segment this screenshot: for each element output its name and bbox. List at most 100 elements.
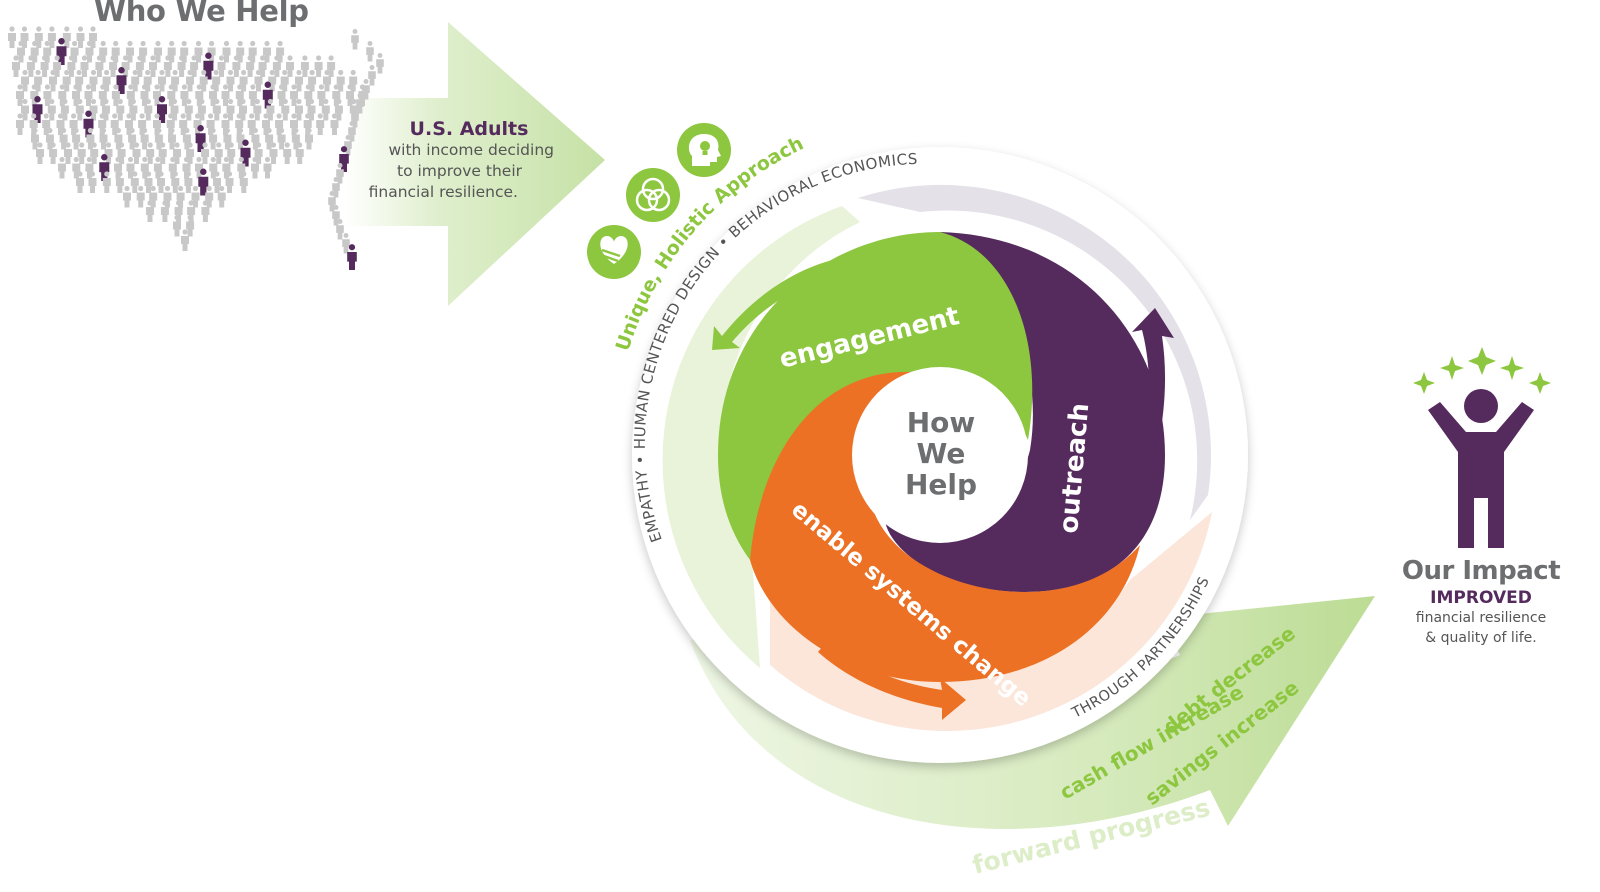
- person-figure: [347, 244, 357, 270]
- person-figure: [186, 214, 195, 237]
- impact-line-2: & quality of life.: [1425, 630, 1537, 646]
- person-figure: [368, 64, 376, 86]
- person-figure: [21, 98, 29, 121]
- person-figure: [214, 142, 223, 164]
- person-figure: [251, 156, 259, 179]
- audience-line-1: with income deciding: [388, 141, 554, 159]
- who-we-help-title: Who We Help: [94, 0, 309, 28]
- our-impact: Our Impact IMPROVED financial resilience…: [1386, 556, 1576, 648]
- person-figure: [84, 84, 93, 106]
- impact-person-icon: [1428, 389, 1534, 548]
- person-figure: [227, 142, 236, 164]
- person-figure: [290, 84, 298, 106]
- person-figure: [153, 84, 161, 106]
- engagement-segment: [718, 232, 1033, 560]
- audience-line-3: financial resilience.: [368, 183, 518, 201]
- person-figure: [136, 185, 145, 208]
- person-figure: [330, 113, 339, 135]
- person-figure: [12, 55, 20, 77]
- systems-change-arrow: [818, 640, 966, 720]
- person-figure: [366, 40, 374, 62]
- center-circle: [852, 367, 1028, 543]
- person-figure: [16, 84, 24, 106]
- person-figure: [336, 218, 344, 240]
- person-figure: [132, 142, 141, 164]
- person-figure: [344, 134, 352, 156]
- impact-line-1: financial resilience: [1415, 610, 1547, 626]
- person-figure: [351, 28, 359, 50]
- person-figure: [240, 139, 251, 167]
- person-figure: [160, 200, 169, 222]
- person-figure: [163, 55, 172, 77]
- impact-title: Our Impact: [1401, 556, 1561, 586]
- person-figure: [173, 214, 181, 237]
- center-text-line-3: Help: [905, 468, 977, 501]
- person-figure: [209, 127, 218, 150]
- person-figure: [213, 171, 221, 193]
- person-figure: [232, 55, 241, 77]
- person-figure: [195, 125, 206, 152]
- person-figure: [158, 142, 167, 164]
- center-text-line-1: How: [907, 406, 976, 439]
- person-figure: [314, 55, 323, 77]
- person-figure: [263, 156, 272, 179]
- person-figure: [115, 171, 124, 193]
- person-figure: [130, 171, 139, 193]
- person-figure: [286, 55, 294, 77]
- person-figure: [109, 55, 118, 77]
- person-figure: [195, 156, 203, 179]
- person-figure: [356, 92, 364, 114]
- person-figure: [295, 142, 304, 164]
- person-figure: [121, 55, 130, 77]
- person-figure: [102, 171, 111, 193]
- person-figure: [75, 98, 84, 121]
- person-figure: [239, 171, 248, 193]
- person-figure: [49, 69, 57, 92]
- heart-hands-icon: [587, 225, 641, 279]
- audience-line-2: to improve their: [397, 162, 522, 180]
- person-figure: [95, 55, 104, 77]
- person-figure: [201, 142, 209, 164]
- outreach-background: [858, 184, 1211, 520]
- person-figure: [104, 142, 113, 164]
- person-figure: [62, 26, 71, 48]
- person-figure: [90, 142, 99, 164]
- person-figure: [89, 69, 98, 92]
- person-figure: [177, 55, 186, 77]
- person-figure: [58, 156, 66, 179]
- audience-arrow: [345, 22, 605, 306]
- person-figure: [376, 52, 384, 74]
- person-figure: [295, 69, 303, 92]
- person-figure: [154, 40, 162, 63]
- person-figure: [77, 142, 86, 164]
- person-figure: [212, 98, 221, 121]
- person-figure: [64, 142, 72, 164]
- person-figure: [323, 69, 331, 92]
- person-figure: [186, 69, 194, 92]
- person-figure: [88, 171, 97, 193]
- person-figure: [140, 127, 149, 150]
- person-figure: [268, 69, 277, 92]
- person-figure: [158, 69, 166, 92]
- person-figure: [184, 171, 193, 193]
- person-figure: [32, 96, 43, 123]
- person-figure: [272, 55, 281, 77]
- person-figure: [217, 55, 226, 77]
- person-figure: [80, 55, 89, 77]
- person-figure: [339, 146, 349, 172]
- person-figure: [135, 55, 144, 77]
- us-population-map: [8, 26, 384, 270]
- person-figure: [362, 78, 370, 100]
- person-figure: [342, 232, 350, 254]
- person-figure: [201, 200, 210, 222]
- person-figure: [277, 127, 286, 150]
- person-figure: [168, 127, 176, 150]
- person-figure: [146, 142, 155, 164]
- person-figure: [246, 55, 255, 77]
- person-figure: [225, 171, 234, 193]
- person-figure: [305, 127, 313, 150]
- person-figure: [146, 200, 154, 222]
- person-figure: [321, 98, 330, 121]
- person-figure: [236, 127, 245, 150]
